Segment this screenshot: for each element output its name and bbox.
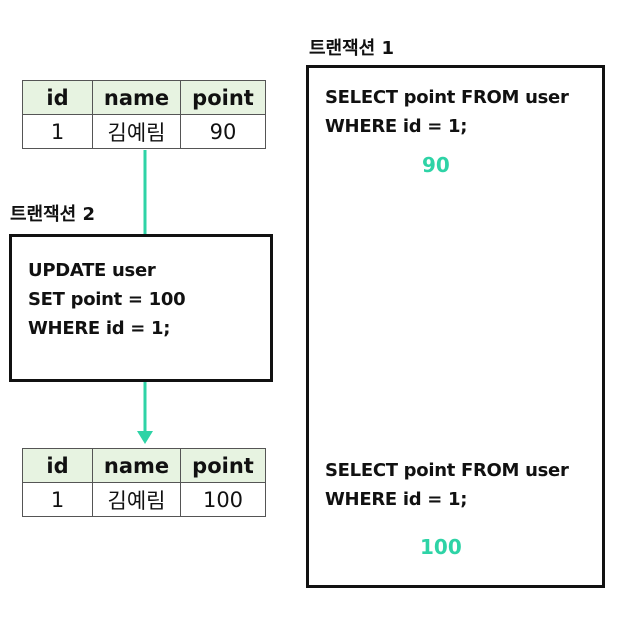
sql-line: WHERE id = 1; [28,318,171,339]
query1-result: 90 [422,153,450,177]
cell-id: 1 [22,114,93,149]
sql-line: WHERE id = 1; [325,489,468,510]
table-row: 1 김예림 90 [22,114,266,149]
query2-result: 100 [420,535,462,559]
transaction1-label: 트랜잭션 1 [309,38,395,59]
sql-line: SELECT point FROM user [325,460,569,481]
transaction1-query2: SELECT point FROM user WHERE id = 1; [325,456,569,514]
header-point: point [180,448,266,483]
sql-line: SET point = 100 [28,289,186,310]
transaction2-label: 트랜잭션 2 [10,204,96,225]
sql-line: SELECT point FROM user [325,87,569,108]
header-id: id [22,80,93,115]
header-name: name [92,448,181,483]
arrow-head-down [137,431,153,444]
user-table-before: id name point 1 김예림 90 [22,80,266,149]
table-header-row: id name point [22,448,266,483]
transaction2-box [9,234,273,382]
cell-name: 김예림 [92,482,181,517]
table-header-row: id name point [22,80,266,115]
cell-name: 김예림 [92,114,181,149]
cell-id: 1 [22,482,93,517]
sql-line: WHERE id = 1; [325,116,468,137]
cell-point: 90 [180,114,266,149]
user-table-after: id name point 1 김예림 100 [22,448,266,517]
table-row: 1 김예림 100 [22,482,266,517]
transaction1-query1: SELECT point FROM user WHERE id = 1; [325,83,569,141]
transaction1-box [306,65,605,588]
header-point: point [180,80,266,115]
cell-point: 100 [180,482,266,517]
transaction2-sql: UPDATE user SET point = 100 WHERE id = 1… [28,256,186,343]
sql-line: UPDATE user [28,260,156,281]
header-id: id [22,448,93,483]
header-name: name [92,80,181,115]
